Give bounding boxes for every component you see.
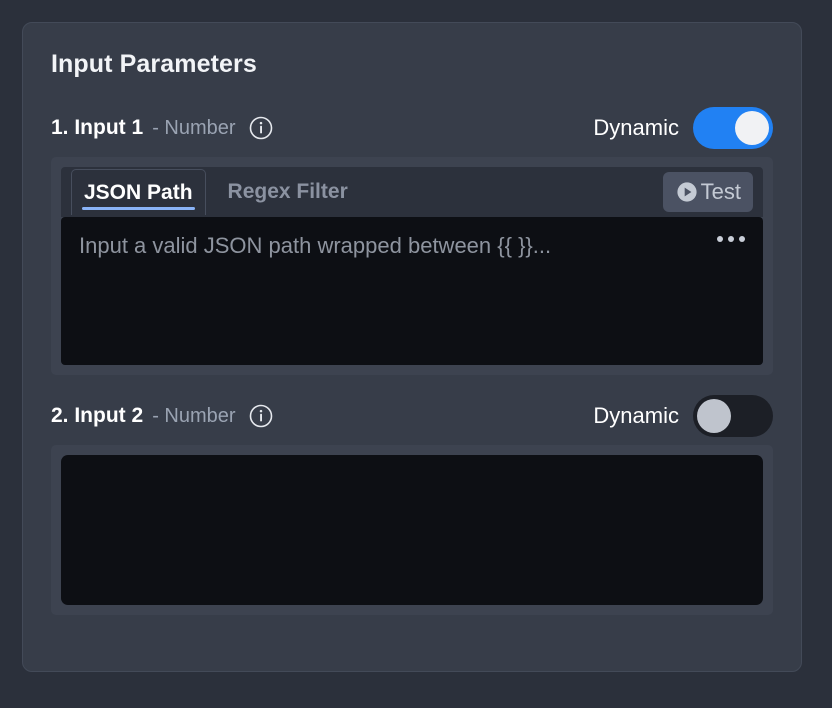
more-dot (739, 236, 745, 242)
parameter-2-dynamic-toggle[interactable] (693, 395, 773, 437)
more-horizontal-icon[interactable] (717, 236, 745, 242)
parameter-1-json-path-editor[interactable]: Input a valid JSON path wrapped between … (61, 217, 763, 365)
info-circle-icon[interactable] (249, 116, 273, 140)
parameter-1-header: 1. Input 1 - Number Dynamic (51, 107, 773, 149)
parameter-1-section: JSON Path Regex Filter Test Input a vali… (51, 157, 773, 375)
tab-regex-filter-label: Regex Filter (227, 180, 348, 203)
parameter-2-header: 2. Input 2 - Number Dynamic (51, 395, 773, 437)
tab-json-path[interactable]: JSON Path (71, 169, 206, 215)
test-button-label: Test (700, 179, 741, 204)
info-circle-icon[interactable] (249, 404, 273, 428)
test-button[interactable]: Test (662, 172, 753, 212)
parameter-1-tabbar: JSON Path Regex Filter Test (61, 167, 763, 217)
more-dot (728, 236, 734, 242)
parameter-2-type: - Number (152, 404, 236, 427)
parameter-2-section (51, 445, 773, 615)
page-title: Input Parameters (51, 50, 257, 78)
play-circle-icon (675, 180, 699, 204)
tab-regex-filter[interactable]: Regex Filter (218, 169, 358, 215)
parameter-2-dynamic-label: Dynamic (593, 403, 679, 428)
parameter-2-name: 2. Input 2 (51, 404, 144, 427)
parameter-1-dynamic-toggle[interactable] (693, 107, 773, 149)
input-parameters-card: Input Parameters 1. Input 1 - Number Dyn… (22, 22, 802, 672)
more-dot (717, 236, 723, 242)
parameter-1-name: 1. Input 1 (51, 116, 144, 139)
toggle-knob (697, 399, 731, 433)
parameter-1-editor-placeholder: Input a valid JSON path wrapped between … (79, 233, 552, 258)
active-tab-underline (82, 207, 195, 210)
parameter-1-type: - Number (152, 116, 236, 139)
tab-json-path-label: JSON Path (84, 180, 193, 204)
toggle-knob (735, 111, 769, 145)
parameter-2-value-editor[interactable] (61, 455, 763, 605)
parameter-1-dynamic-label: Dynamic (593, 115, 679, 140)
